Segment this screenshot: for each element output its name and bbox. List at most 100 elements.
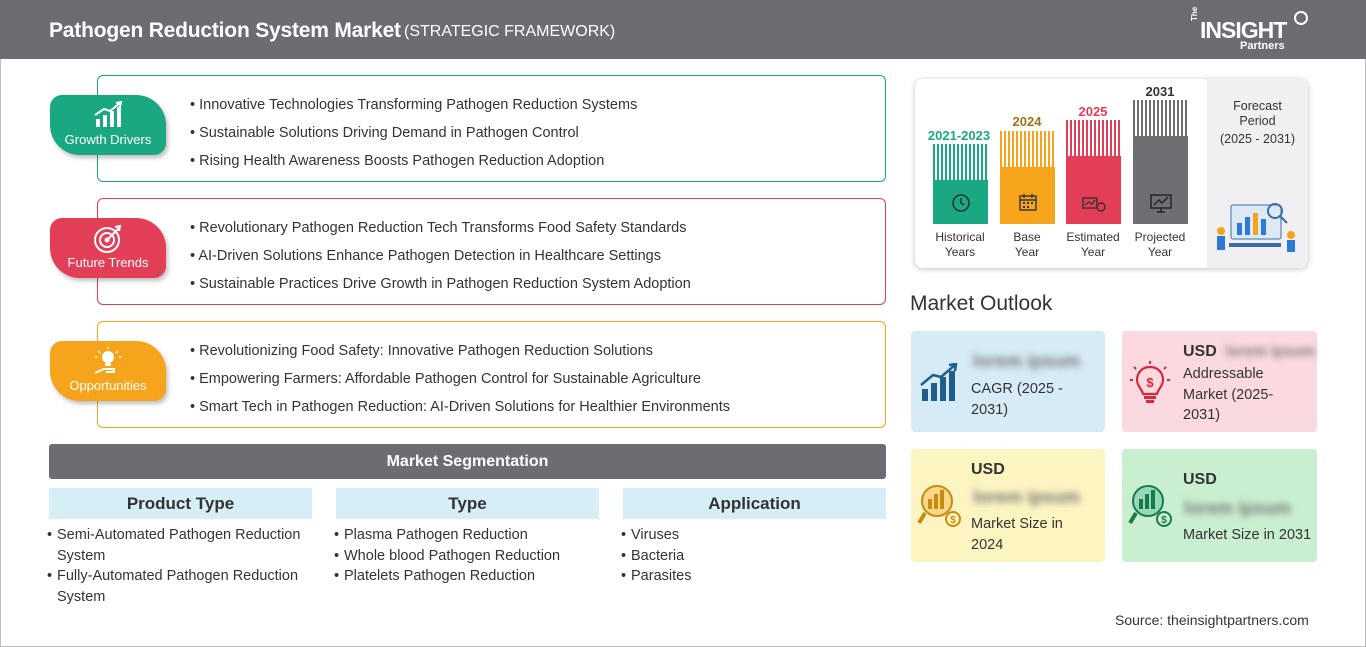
growth-drivers-card: Innovative Technologies Transforming Pat… <box>97 75 886 182</box>
bar-label-estimated-line2: Year <box>1080 245 1106 259</box>
growth-chart-icon <box>94 101 123 127</box>
bar-stripes <box>1000 131 1055 171</box>
estimate-chart-icon <box>1082 197 1106 212</box>
size2024-value: lorem ipsum <box>973 487 1081 507</box>
forecast-label-line1: Forecast <box>1233 99 1282 113</box>
svg-text:$: $ <box>1161 515 1167 526</box>
list-item: Sustainable Practices Drive Growth in Pa… <box>190 274 691 302</box>
money-chart-icon: $ <box>917 485 961 527</box>
size2024-currency: USD <box>971 461 1005 478</box>
bar-stripes <box>1066 120 1121 160</box>
timeline-bar-estimated <box>1066 120 1121 224</box>
size2031-value: lorem ipsum <box>1184 498 1292 518</box>
badge-label: Growth Drivers <box>64 132 152 147</box>
bar-label-projected-line2: Year <box>1147 245 1173 259</box>
bar-label-historical-line2: Years <box>944 245 976 259</box>
cagr-box: lorem ipsum CAGR (2025 - 2031) <box>911 331 1105 432</box>
list-item: Semi-Automated Pathogen Reduction System <box>47 525 317 566</box>
market-outlook-title: Market Outlook <box>910 292 1053 315</box>
timeline-bar-projected <box>1133 100 1188 224</box>
forecast-label-line2: Period <box>1239 114 1276 128</box>
list-item: Parasites <box>621 566 881 587</box>
bar-label-base-line2: Year <box>1014 245 1040 259</box>
list-item: Fully-Automated Pathogen Reduction Syste… <box>47 566 317 607</box>
svg-text:$: $ <box>1146 375 1154 390</box>
logo-insight: INSIGHT <box>1200 17 1287 43</box>
badge-label: Future Trends <box>67 255 149 270</box>
cagr-value: lorem ipsum <box>973 351 1081 371</box>
list-item: Sustainable Solutions Driving Demand in … <box>190 123 637 151</box>
calendar-icon <box>1019 194 1037 211</box>
segment-header-application: Application <box>623 488 886 519</box>
year-label-estimated: 2025 <box>1078 104 1108 119</box>
presentation-icon <box>1150 194 1172 213</box>
bar-label-projected-line1: Projected <box>1134 230 1186 244</box>
growth-chart-icon <box>920 363 958 401</box>
growth-drivers-list: Innovative Technologies Transforming Pat… <box>190 95 637 179</box>
history-clock-icon <box>952 194 970 212</box>
addressable-label: Addressable Market (2025-2031) <box>1183 366 1274 423</box>
list-item: Platelets Pathogen Reduction <box>334 566 604 587</box>
opportunities-list: Revolutionizing Food Safety: Innovative … <box>190 341 730 425</box>
svg-text:$: $ <box>950 515 956 526</box>
logo-ring-icon <box>1294 11 1308 25</box>
header-bar: Pathogen Reduction System Market (STRATE… <box>0 0 1366 59</box>
future-trends-list: Revolutionary Pathogen Reduction Tech Tr… <box>190 218 691 302</box>
list-item: Viruses <box>621 525 881 546</box>
segment-header-product-type: Product Type <box>49 488 312 519</box>
page-subtitle: (STRATEGIC FRAMEWORK) <box>404 23 616 40</box>
timeline-bar-historical <box>933 144 988 224</box>
page-title: Pathogen Reduction System Market <box>49 19 401 42</box>
list-item: Rising Health Awareness Boosts Pathogen … <box>190 151 637 179</box>
forecast-label-line3: (2025 - 2031) <box>1219 132 1296 146</box>
logo-partners: Partners <box>1240 40 1285 52</box>
application-list: Viruses Bacteria Parasites <box>621 525 881 587</box>
opportunities-badge: Opportunities <box>50 341 166 401</box>
list-item: Plasma Pathogen Reduction <box>334 525 604 546</box>
money-chart-icon: $ <box>1128 485 1172 527</box>
money-bulb-icon: $ <box>1130 361 1170 403</box>
segmentation-title: Market Segmentation <box>49 444 886 479</box>
type-list: Plasma Pathogen Reduction Whole blood Pa… <box>334 525 604 587</box>
market-size-2024-box: $ USD lorem ipsum Market Size in 2024 <box>911 449 1105 562</box>
market-size-2031-box: $ USD lorem ipsum Market Size in 2031 <box>1122 449 1317 562</box>
timeline-panel: Forecast Period (2025 - 2031) 2021-2023 … <box>915 79 1308 268</box>
year-label-projected: 2031 <box>1145 84 1175 99</box>
size2031-currency: USD <box>1183 471 1217 488</box>
cagr-label: CAGR (2025 - 2031) <box>971 381 1063 418</box>
list-item: AI-Driven Solutions Enhance Pathogen Det… <box>190 246 691 274</box>
opportunities-card: Revolutionizing Food Safety: Innovative … <box>97 321 886 428</box>
lightbulb-hand-icon <box>94 347 121 374</box>
addressable-market-box: $ USD lorem ipsum Addressable Market (20… <box>1122 331 1317 432</box>
source-credit: Source: theinsightpartners.com <box>1115 612 1309 628</box>
logo-the: The <box>1190 6 1199 21</box>
list-item: Bacteria <box>621 546 881 567</box>
product-type-list: Semi-Automated Pathogen Reduction System… <box>47 525 317 607</box>
target-icon <box>94 224 122 253</box>
list-item: Smart Tech in Pathogen Reduction: AI-Dri… <box>190 397 730 425</box>
year-label-historical: 2021-2023 <box>927 128 991 143</box>
list-item: Revolutionary Pathogen Reduction Tech Tr… <box>190 218 691 246</box>
analytics-team-icon <box>1217 203 1295 252</box>
list-item: Innovative Technologies Transforming Pat… <box>190 95 637 123</box>
addressable-currency: USD <box>1183 343 1217 360</box>
bar-label-base-line1: Base <box>1013 230 1041 244</box>
insight-partners-logo: The INSIGHT Partners <box>1190 6 1310 54</box>
list-item: Revolutionizing Food Safety: Innovative … <box>190 341 730 369</box>
bar-label-historical-line1: Historical <box>935 230 985 244</box>
list-item: Whole blood Pathogen Reduction <box>334 546 604 567</box>
bar-stripes <box>933 144 988 184</box>
size2031-label: Market Size in 2031 <box>1183 527 1312 543</box>
growth-drivers-badge: Growth Drivers <box>50 95 166 155</box>
future-trends-badge: Future Trends <box>50 218 166 278</box>
size2024-label: Market Size in 2024 <box>971 516 1063 553</box>
badge-label: Opportunities <box>69 378 147 393</box>
timeline-bar-base <box>1000 131 1055 224</box>
segment-header-type: Type <box>336 488 599 519</box>
year-label-base: 2024 <box>1012 114 1042 129</box>
bar-label-estimated-line1: Estimated <box>1066 230 1120 244</box>
bar-stripes <box>1133 100 1188 140</box>
list-item: Empowering Farmers: Affordable Pathogen … <box>190 369 730 397</box>
addressable-value: lorem ipsum <box>1226 343 1316 360</box>
future-trends-card: Revolutionary Pathogen Reduction Tech Tr… <box>97 198 886 305</box>
